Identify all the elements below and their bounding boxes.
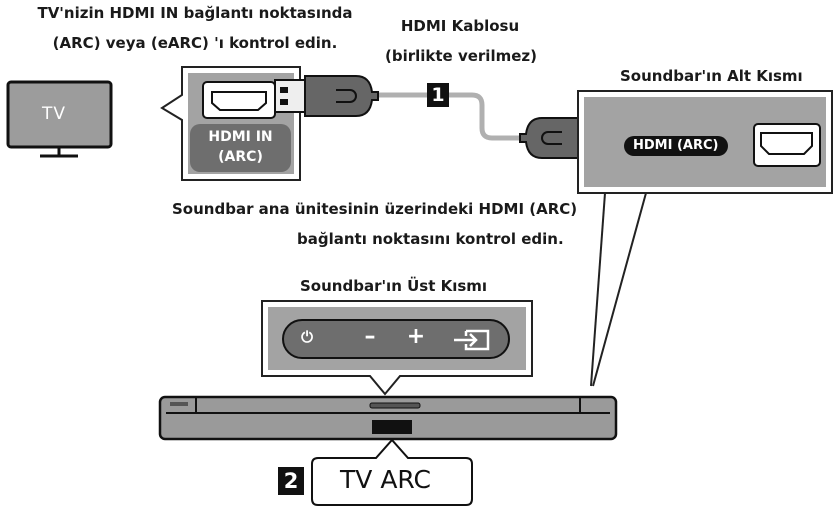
hdmi-cable <box>274 75 624 159</box>
soundbar-top-label: Soundbar'ın Üst Kısmı <box>300 277 488 295</box>
power-button: ⏻ <box>301 328 313 346</box>
tv-port-instruction-line2: (ARC) veya (eARC) 'ı kontrol edin. <box>52 34 338 52</box>
input-source-icon <box>454 329 490 351</box>
soundbar-hdmi-arc-label: HDMI (ARC) <box>633 138 719 153</box>
volume-down-button: – <box>364 324 376 349</box>
display-text: TV ARC <box>340 465 432 494</box>
tv-port-instruction-line1: TV'nizin HDMI IN bağlantı noktasında <box>37 4 353 22</box>
step-1-badge: 1 <box>427 83 449 107</box>
cable-label-line1: HDMI Kablosu <box>400 17 520 35</box>
soundbar-bottom-callout <box>577 90 833 387</box>
tv-label: TV <box>42 104 67 124</box>
soundbar-illustration <box>158 395 618 441</box>
step-2-badge: 2 <box>278 467 304 495</box>
cable-label-line2: (birlikte verilmez) <box>385 47 537 65</box>
display-callout <box>311 438 473 506</box>
tv-illustration <box>6 80 113 158</box>
tv-port-label-line1: HDMI IN <box>208 129 273 145</box>
soundbar-top-callout <box>261 300 533 396</box>
tv-port-label-line2: (ARC) <box>218 149 263 165</box>
soundbar-bottom-label: Soundbar'ın Alt Kısmı <box>620 67 803 85</box>
soundbar-instruction-line1: Soundbar ana ünitesinin üzerindeki HDMI … <box>172 200 578 218</box>
volume-up-button: + <box>406 324 426 349</box>
soundbar-instruction-line2: bağlantı noktasını kontrol edin. <box>297 230 564 248</box>
